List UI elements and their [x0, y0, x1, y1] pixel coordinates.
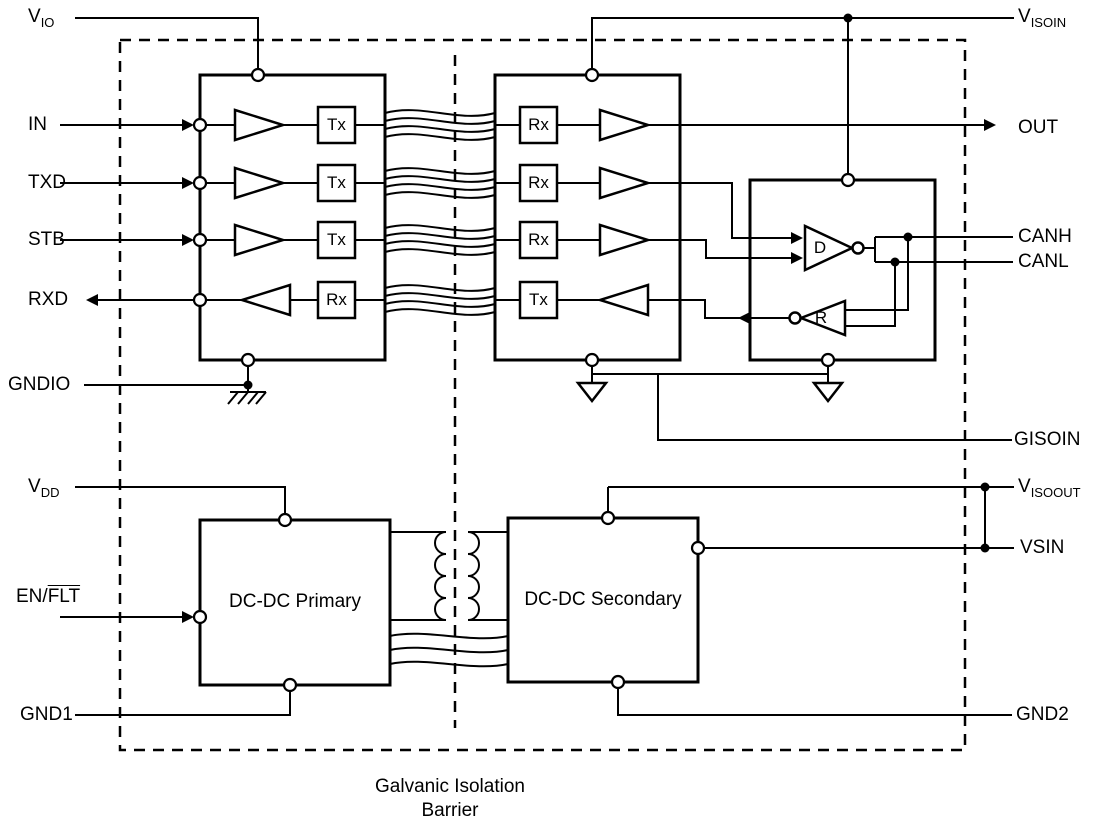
pin-label-canh: CANH [1018, 226, 1072, 247]
in-arrow-icon [182, 119, 194, 131]
pin-label-enflt: EN/FLT [16, 586, 81, 607]
vsin-junction-dot [980, 543, 990, 553]
tx-cell-label: Tx [529, 290, 548, 309]
rx-cell-label: Rx [326, 290, 347, 309]
canh-junction-dot [903, 232, 913, 242]
tx-cell-box [316, 220, 357, 260]
transformer-icon [390, 531, 508, 621]
caption-line1: Galvanic Isolation [375, 776, 525, 797]
gndio-junction-dot [243, 380, 253, 390]
visoin-wire [591, 17, 1014, 174]
dcdc-secondary-label: DC-DC Secondary [524, 589, 682, 610]
earth-ground-icon [227, 391, 267, 405]
buffer-icon [237, 283, 292, 317]
stb-arrow-icon [182, 234, 194, 246]
pin-label-gndio: GNDIO [8, 374, 71, 395]
tx-cell-box [518, 280, 559, 320]
input-transceiver-internals [206, 105, 385, 320]
vio-wire [75, 17, 259, 69]
gnd1-wire [75, 691, 291, 716]
rx-cell-label: Rx [528, 230, 549, 249]
gisoin-wire [591, 366, 1012, 441]
caption-line2: Barrier [421, 800, 479, 821]
visoin-junction-dot [843, 13, 853, 23]
rx-cell-box [518, 163, 559, 203]
pin-label-canl: CANL [1018, 251, 1069, 272]
tx-cell-label: Tx [327, 173, 346, 192]
right-side-routes [680, 119, 996, 324]
pin-label-rxd: RXD [28, 289, 69, 310]
tx-cell-label: Tx [327, 230, 346, 249]
pin-label-out: OUT [1018, 117, 1059, 138]
pin-label-gnd1: GND1 [20, 704, 73, 725]
rx-cell-box [316, 280, 357, 320]
rxd-arrow-icon [86, 294, 98, 306]
rx-cell-box [518, 220, 559, 260]
txd-arrow-icon [182, 177, 194, 189]
dcdc-primary-block [198, 518, 392, 687]
driver-control-arrow-icon [791, 252, 803, 264]
tx-cell-box [316, 163, 357, 203]
pin-label-vdd: VDD [28, 476, 60, 500]
enflt-arrow-icon [182, 611, 194, 623]
pin-label-stb: STB [28, 229, 65, 250]
secondary-winding [467, 531, 480, 621]
tx-cell-box [316, 105, 357, 145]
buffer-icon [598, 166, 653, 200]
driver-input-arrow-icon [791, 232, 803, 244]
gnd2-wire [617, 688, 1012, 716]
dcdc-feedback-waves [389, 632, 509, 668]
can-transceiver-internals [788, 224, 1013, 337]
visoout-junction-dot [980, 482, 990, 492]
pin-label-vsin: VSIN [1020, 537, 1065, 558]
txd-to-driver-wire [680, 182, 791, 239]
input-side-transceiver-block [198, 73, 387, 362]
left-pin-wires [60, 17, 291, 716]
rx-cell-label: Rx [528, 173, 549, 192]
receiver-tap-wires [845, 237, 909, 327]
isolation-channel-waves [384, 109, 496, 316]
iso-ground-icon [811, 381, 845, 404]
buffer-icon [233, 223, 288, 257]
driver-output-node [851, 241, 865, 255]
can-receiver-label: R [814, 308, 828, 327]
isolated-ground-net [575, 366, 1012, 441]
out-arrow-icon [984, 119, 996, 131]
receiver-output-arrow-icon [738, 312, 750, 324]
pin-label-gnd2: GND2 [1016, 704, 1069, 725]
buffer-icon [595, 283, 650, 317]
primary-winding [434, 531, 447, 621]
can-receiver-icon [797, 299, 847, 337]
stb-to-driver-wire [680, 239, 791, 259]
canh-canl-wires [863, 236, 1013, 263]
dcdc-wires [607, 482, 1014, 716]
can-driver-label: D [813, 238, 827, 257]
vdd-wire [75, 486, 286, 514]
receiver-output-node [788, 311, 802, 325]
pin-label-vio: VIO [28, 6, 55, 30]
pin-terminals [192, 67, 856, 693]
rx-cell-label: Rx [528, 115, 549, 134]
rx-cell-box [518, 105, 559, 145]
buffer-icon [233, 166, 288, 200]
pin-label-visoin: VISOIN [1018, 6, 1067, 30]
tx-cell-label: Tx [327, 115, 346, 134]
package-dashed-outline [118, 38, 967, 752]
pin-label-visoout: VISOOUT [1018, 476, 1081, 500]
visoout-wire [607, 486, 1014, 548]
buffer-icon [233, 108, 288, 142]
buffer-icon [598, 223, 653, 257]
buffer-icon [598, 108, 653, 142]
dcdc-primary-label: DC-DC Primary [229, 591, 361, 612]
gndio-wire [84, 366, 249, 392]
can-driver-icon [803, 224, 855, 272]
canl-junction-dot [890, 257, 900, 267]
iso-ground-icon [575, 381, 609, 404]
output-transceiver-internals [495, 105, 680, 320]
pin-label-gisoin: GISOIN [1014, 429, 1081, 450]
pin-label-txd: TXD [28, 172, 66, 193]
pin-label-in: IN [28, 114, 47, 135]
